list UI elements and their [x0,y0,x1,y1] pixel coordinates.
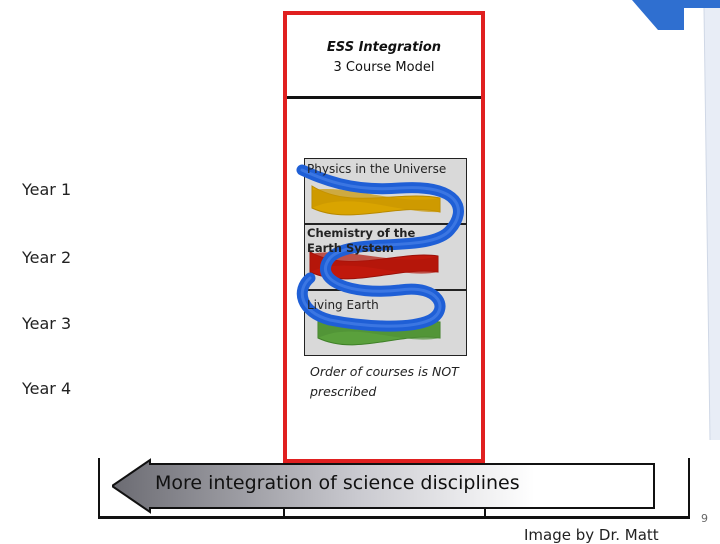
model-title-line2: 3 Course Model [333,60,435,75]
model-title: ESS Integration 3 Course Model [287,38,481,78]
title-divider [287,96,481,99]
course-order-note: Order of courses is NOT prescribed [310,364,459,399]
course-label-living-earth: Living Earth [307,298,379,312]
timeline-tick-left [98,458,100,518]
year-4-label: Year 4 [22,379,72,398]
model-title-line1: ESS Integration [326,40,442,55]
year-2-label: Year 2 [22,248,72,267]
timeline-tick-right [688,458,690,518]
model-frame [283,11,485,463]
integration-ribbon-graphic [296,164,464,346]
integration-arrow-banner [112,458,655,514]
timeline-baseline [98,516,690,519]
corner-decoration [632,0,720,440]
page-number: 9 [701,512,708,525]
year-3-label: Year 3 [22,314,72,333]
course-label-chemistry: Chemistry of the Earth System [307,226,416,255]
banner-text: More integration of science disciplines [155,472,520,494]
year-1-label: Year 1 [22,180,72,199]
course-label-physics: Physics in the Universe [307,162,447,176]
image-credit: Image by Dr. Matt [524,526,659,544]
